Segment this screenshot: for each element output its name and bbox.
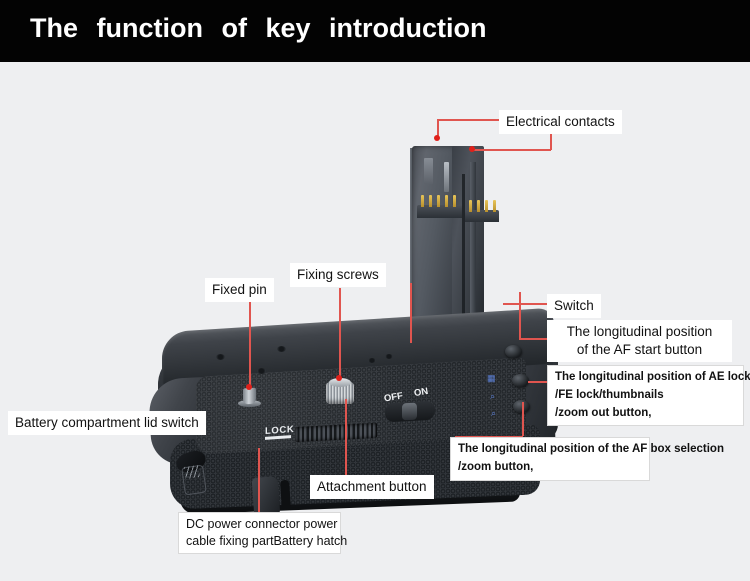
header-bar: The function of key introduction xyxy=(0,0,750,62)
leader-dot-fixed-pin xyxy=(246,384,252,390)
fixed-pin xyxy=(243,387,256,405)
leader-fixed-pin xyxy=(249,300,251,387)
switch-on-label: ON xyxy=(413,385,430,400)
contact-pin xyxy=(421,195,424,207)
leader-dot-electrical-contacts-b xyxy=(469,146,475,152)
ae-lock-button[interactable] xyxy=(512,374,529,387)
callout-fixed-pin: Fixed pin xyxy=(205,278,274,303)
contact-block-left xyxy=(417,205,462,218)
leader-electrical-contacts-b xyxy=(550,131,552,150)
battery-tray-slot-secondary xyxy=(444,162,449,192)
tripod-hole xyxy=(368,358,376,363)
battery-tray-rib xyxy=(462,174,465,324)
callout-text: Switch xyxy=(554,298,594,313)
callout-switch: Switch xyxy=(547,294,601,319)
power-switch-knob[interactable] xyxy=(402,402,417,421)
callout-text-line3: /zoom out button, xyxy=(555,406,652,419)
leader-af-start xyxy=(519,338,547,340)
battery-door-grip-ticks xyxy=(184,465,200,479)
product-illustration: LOCK OFF ON ▦ ⌕ ⌕ xyxy=(0,62,750,581)
contact-pin xyxy=(485,200,488,212)
af-box-select-button[interactable] xyxy=(513,400,530,413)
callout-text-line2: of the AF start button xyxy=(576,342,703,358)
tripod-hole xyxy=(277,346,286,352)
callout-text-line1: DC power connector power xyxy=(186,517,338,531)
contact-pin xyxy=(445,195,448,207)
callout-fixing-screws: Fixing screws xyxy=(290,263,386,288)
callout-text: Fixing screws xyxy=(297,267,379,282)
callout-electrical-contacts: Electrical contacts xyxy=(499,110,622,135)
leader-af-start-v xyxy=(519,292,521,339)
leader-electrical-contacts-a xyxy=(437,119,439,138)
battery-tray-side xyxy=(452,146,484,342)
callout-text: Electrical contacts xyxy=(506,114,615,129)
leader-attachment-button xyxy=(345,399,347,475)
zoom-in-icon: ⌕ xyxy=(490,391,496,401)
contact-pin xyxy=(469,200,472,212)
zoom-out-icon: ⌕ xyxy=(491,408,497,418)
grid-icon: ▦ xyxy=(487,373,496,383)
callout-text-line2: /FE lock/thumbnails xyxy=(555,388,664,401)
leader-dot-electrical-contacts-a xyxy=(434,135,440,141)
leader-af-box-h xyxy=(455,436,523,438)
contact-pin xyxy=(429,195,432,207)
af-start-button[interactable] xyxy=(505,345,522,358)
callout-text: Attachment button xyxy=(317,479,427,494)
fixing-screw[interactable] xyxy=(326,382,354,404)
callout-text: Battery compartment lid switch xyxy=(15,415,199,430)
callout-battery-compartment-lid-switch: Battery compartment lid switch xyxy=(8,411,206,436)
callout-af-start-button: The longitudinal position of the AF star… xyxy=(547,320,732,363)
contact-pin xyxy=(437,195,440,207)
leader-dc-power xyxy=(258,448,260,513)
leader-electrical-contacts-a2 xyxy=(437,119,501,121)
fixing-screw-head xyxy=(329,378,351,387)
callout-text-line1: The longitudinal position of the AF box … xyxy=(458,443,724,455)
callout-ae-lock-button: The longitudinal position of AE lock /FE… xyxy=(547,365,750,427)
callout-attachment-button: Attachment button xyxy=(310,475,434,500)
callout-af-box-selection: The longitudinal position of the AF box … xyxy=(450,437,724,481)
leader-af-box-v xyxy=(522,402,524,436)
contact-block-right xyxy=(465,210,499,222)
tripod-hole xyxy=(257,368,266,374)
callout-text-line1: The longitudinal position xyxy=(566,324,713,339)
tripod-hole xyxy=(216,354,225,360)
leader-electrical-contacts-b2 xyxy=(472,149,551,151)
leader-fixing-screws xyxy=(339,288,341,378)
contact-pin xyxy=(493,200,496,212)
battery-tray-rail xyxy=(470,162,476,337)
tripod-hole xyxy=(385,354,393,359)
callout-text: Fixed pin xyxy=(212,282,267,297)
callout-text-line2: cable fixing partBattery hatch xyxy=(186,533,348,548)
leader-dot-fixing-screws xyxy=(336,375,342,381)
leader-switch-h2 xyxy=(503,303,547,305)
leader-ae-lock xyxy=(528,381,547,383)
leader-switch-v xyxy=(410,283,412,343)
battery-tray-slot xyxy=(424,158,433,184)
page-title: The function of key introduction xyxy=(30,13,487,43)
callout-text-line2: /zoom button, xyxy=(458,460,534,473)
contact-pin xyxy=(477,200,480,212)
contact-pin xyxy=(453,195,456,207)
callout-dc-power-connector: DC power connector power cable fixing pa… xyxy=(178,512,348,554)
callout-text-line1: The longitudinal position of AE lock xyxy=(555,371,750,383)
